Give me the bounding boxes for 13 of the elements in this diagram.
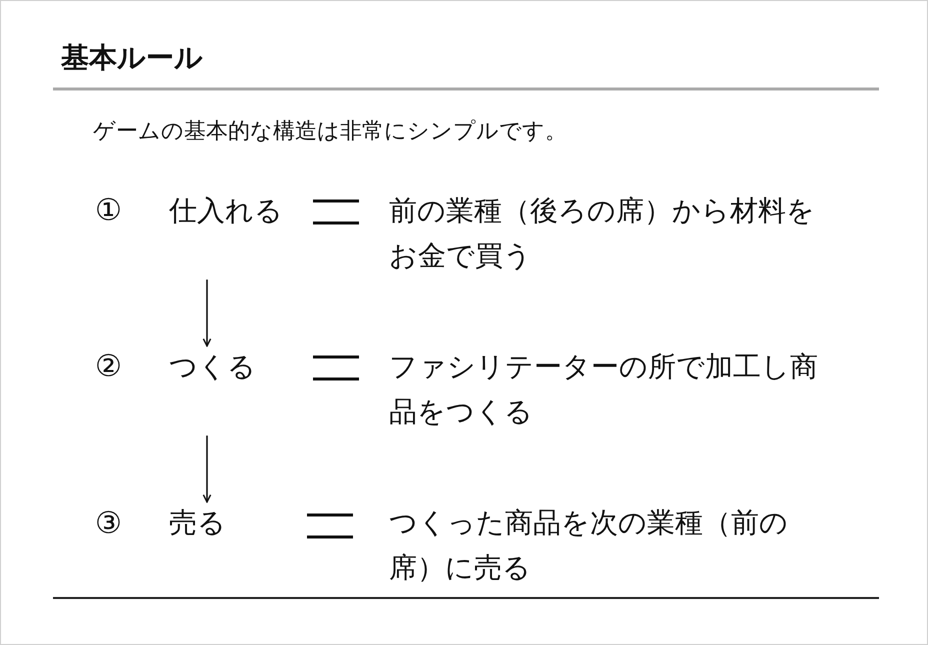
step-label: つくる — [169, 350, 256, 383]
step-number: ① — [95, 193, 122, 229]
down-arrow — [202, 436, 212, 503]
intro-text: ゲームの基本的な構造は非常にシンプルです。 — [93, 119, 567, 146]
step-label: 売る — [169, 506, 226, 539]
step-description: 前の業種（後ろの席）から材料をお金で買う — [389, 193, 816, 274]
step-number: ② — [95, 349, 122, 385]
step-number: ③ — [95, 506, 122, 542]
step-label: 仕入れる — [169, 194, 283, 227]
step-description: ファシリテーターの所で加工し商品をつくる — [389, 349, 819, 430]
step-description: つくった商品を次の業種（前の席）に売る — [389, 505, 789, 586]
slide-title: 基本ルール — [61, 41, 203, 75]
down-arrow — [202, 280, 212, 347]
